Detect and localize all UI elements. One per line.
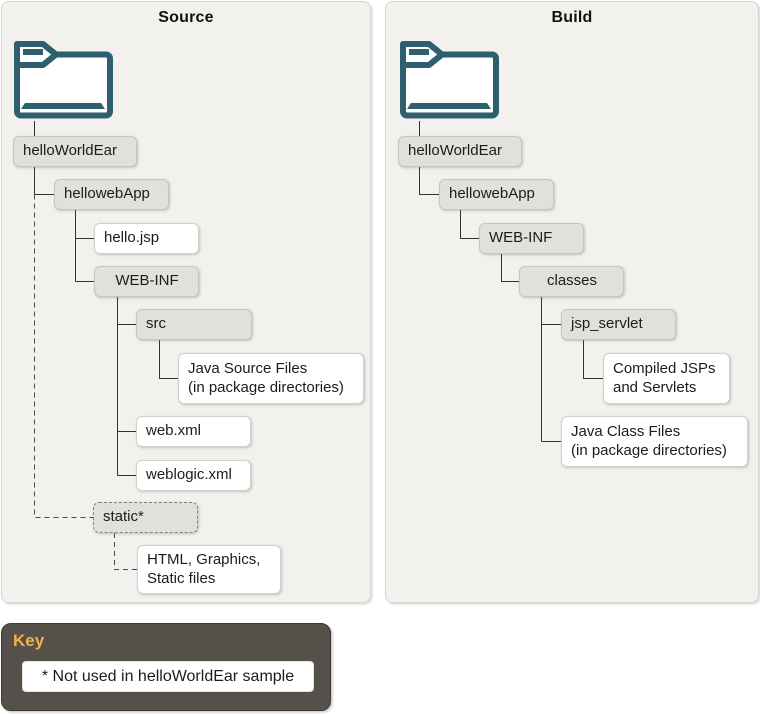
build-solid-connectors — [419, 121, 603, 442]
node-source-src: src — [136, 309, 252, 340]
node-source-web-xml: web.xml — [136, 416, 251, 447]
node-source-hellowebapp: hellowebApp — [54, 179, 169, 210]
node-source-java-source-files: Java Source Files (in package directorie… — [178, 353, 364, 404]
build-tree-connectors — [419, 121, 603, 442]
node-source-weblogic-xml: weblogic.xml — [136, 460, 251, 491]
source-panel-title: Source — [158, 9, 214, 26]
node-source-hello-jsp: hello.jsp — [94, 223, 199, 254]
folder-icon — [14, 41, 113, 119]
node-build-web-inf: WEB-INF — [479, 223, 584, 254]
source-tree-connectors — [34, 121, 178, 570]
node-source-web-inf: WEB-INF — [94, 266, 199, 297]
node-build-compiled-jsps: Compiled JSPs and Servlets — [603, 353, 730, 404]
node-build-jsp-servlet: jsp_servlet — [561, 309, 676, 340]
source-panel: Source he — [1, 1, 371, 603]
node-build-helloworldear: helloWorldEar — [398, 136, 522, 167]
node-source-helloworldear: helloWorldEar — [13, 136, 137, 167]
folder-icon — [400, 41, 499, 119]
node-build-classes: classes — [519, 266, 624, 297]
key-title: Key — [13, 631, 45, 650]
build-panel: Build helloWorldEar hellowebApp WEB-INF … — [385, 1, 759, 603]
build-panel-title: Build — [551, 9, 593, 26]
node-build-hellowebapp: hellowebApp — [439, 179, 554, 210]
node-build-java-class-files: Java Class Files (in package directories… — [561, 416, 748, 467]
node-source-html-static-files: HTML, Graphics, Static files — [137, 545, 281, 594]
key-panel: Key * Not used in helloWorldEar sample — [1, 623, 331, 711]
key-note: * Not used in helloWorldEar sample — [22, 661, 314, 692]
source-dashed-connectors — [34, 194, 137, 570]
node-source-static: static* — [93, 502, 198, 533]
